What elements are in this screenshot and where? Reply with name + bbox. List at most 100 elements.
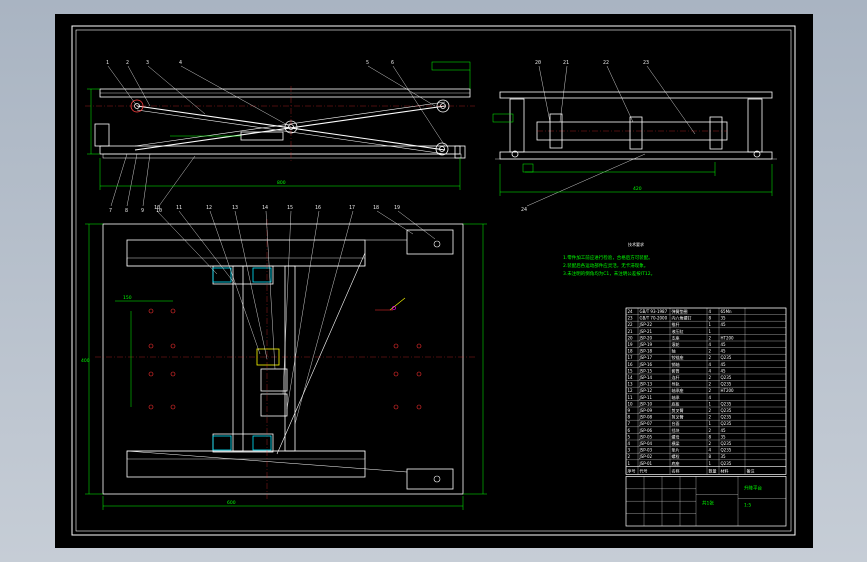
svg-text:6: 6 (391, 60, 394, 66)
front-balloons-bottom: 7 8 9 10 (109, 208, 162, 214)
bom-header-cell: 材料 (721, 467, 729, 473)
bom-cell: 螺母 (672, 433, 680, 439)
plan-dimensions (85, 223, 487, 510)
cad-drawing: 800 1 2 3 4 5 6 7 8 9 10 (71, 25, 796, 536)
bom-cell: 底座 (672, 460, 680, 466)
bom-cell: 连杆 (672, 374, 680, 380)
bom-cell: 液压缸 (672, 328, 684, 334)
bom-cell: 35 (721, 434, 727, 439)
plan-balloons: 10 11 12 13 14 15 16 17 18 19 (154, 205, 400, 211)
bom-cell: 剪叉臂 (672, 414, 684, 420)
bom-cell: 4 (709, 362, 712, 367)
bom-cell: JSP-11 (639, 395, 653, 400)
bom-cell: 1 (709, 329, 712, 334)
svg-text:4: 4 (179, 60, 182, 66)
bom-cell: 滚轮 (672, 341, 680, 347)
bom-header-cell: 备注 (747, 467, 755, 473)
svg-text:23: 23 (643, 60, 649, 66)
bom-cell: 5 (628, 434, 631, 439)
bom-cell: GB/T 70-2000 (640, 316, 668, 321)
plan-right-column (284, 265, 296, 452)
bom-cell: GB/T 93-1987 (640, 309, 668, 314)
bom-cell: 1 (709, 322, 712, 327)
bom-cell: JSP-15 (639, 368, 653, 373)
bom-cell: 2 (709, 428, 712, 433)
bom-cell: JSP-08 (639, 415, 653, 420)
bom-cell: 2 (709, 415, 712, 420)
bom-cell: 23 (628, 316, 634, 321)
side-platform (499, 91, 773, 99)
bom-cell: 1 (709, 461, 712, 466)
plan-view (95, 210, 475, 499)
svg-text:17: 17 (349, 205, 355, 211)
svg-text:1.零件加工前应进行检验，合格后方可装配。: 1.零件加工前应进行检验，合格后方可装配。 (563, 254, 653, 261)
bom-cell: JSP-14 (639, 375, 653, 380)
bom-cell: JSP-20 (639, 335, 653, 340)
bom-cell: JSP-21 (639, 329, 653, 334)
svg-text:9: 9 (141, 208, 144, 214)
title-block-sheet: 共1张 (702, 499, 714, 506)
bom-cell: JSP-06 (639, 428, 653, 433)
surface-finish-mark (375, 297, 406, 311)
bom-cell: 销轴 (672, 361, 680, 367)
inner-frame (75, 29, 792, 532)
bom-cell: 2 (709, 441, 712, 446)
svg-text:13: 13 (232, 205, 238, 211)
side-view (495, 65, 777, 207)
front-dimensions (87, 61, 471, 190)
svg-text:15: 15 (287, 205, 293, 211)
svg-text:2.装配后各运动部件应灵活，无卡滞现象。: 2.装配后各运动部件应灵活，无卡滞现象。 (563, 262, 648, 269)
bom-cell: 4 (709, 368, 712, 373)
bom-cell: 2 (709, 335, 712, 340)
bom-cell: 10 (628, 401, 634, 406)
svg-text:14: 14 (262, 205, 268, 211)
bom-cell: 45 (721, 342, 727, 347)
technical-notes: 技术要求 1.零件加工前应进行检验，合格后方可装配。 2.装配后各运动部件应灵活… (563, 241, 655, 277)
bom-cell: 4 (709, 342, 712, 347)
bom-cell: JSP-17 (639, 355, 653, 360)
bom-cell: JSP-19 (639, 342, 653, 347)
svg-text:8: 8 (125, 208, 128, 214)
bom-cell: 1 (709, 401, 712, 406)
bom-cell: 45 (721, 322, 727, 327)
bom-cell: JSP-18 (639, 349, 653, 354)
hydraulic-cylinder (240, 131, 284, 141)
svg-text:24: 24 (521, 207, 527, 213)
bom-cell: 15 (628, 368, 634, 373)
bom-cell: 13 (628, 382, 634, 387)
bom-cell: 2 (709, 408, 712, 413)
bom-cell: 套筒 (672, 367, 680, 373)
bom-cell: 45 (721, 362, 727, 367)
bom-cell: Q235 (721, 408, 732, 413)
plan-width-dim: 600 (227, 500, 236, 506)
bom-cell: 9 (628, 408, 631, 413)
plan-mounting-holes (148, 240, 441, 483)
svg-text:12: 12 (206, 205, 212, 211)
plan-bottom-rail (126, 450, 366, 478)
bom-cell: JSP-13 (639, 382, 653, 387)
bom-cell: JSP-16 (639, 362, 653, 367)
plan-outer-plate (102, 223, 464, 495)
bom-cell: 35 (721, 316, 727, 321)
bom-cell: 8 (709, 454, 712, 459)
bom-cell: 垫片 (672, 447, 680, 453)
bom-cell: JSP-02 (639, 454, 653, 459)
bom-cell: 8 (709, 316, 712, 321)
plan-height-dim: 400 (81, 358, 90, 364)
svg-text:11: 11 (176, 205, 182, 211)
front-balloons-top: 1 2 3 4 5 6 (106, 60, 394, 66)
bom-cell: 推杆 (672, 321, 680, 327)
bom-cell: 11 (628, 395, 634, 400)
svg-text:2: 2 (126, 60, 129, 66)
bom-cell: 剪叉臂 (672, 407, 684, 413)
bom-header-cell: 数量 (709, 467, 717, 473)
bom-cell: 45 (721, 368, 727, 373)
bom-cell: JSP-22 (639, 322, 653, 327)
bom-cell: HT200 (721, 388, 735, 393)
bom-cell: 台面 (672, 420, 680, 426)
bom-cell: 铰链座 (672, 354, 684, 360)
bom-cell: JSP-05 (639, 434, 653, 439)
bom-cell: 2 (709, 375, 712, 380)
svg-text:技术要求: 技术要求 (628, 241, 644, 247)
svg-text:7: 7 (109, 208, 112, 214)
